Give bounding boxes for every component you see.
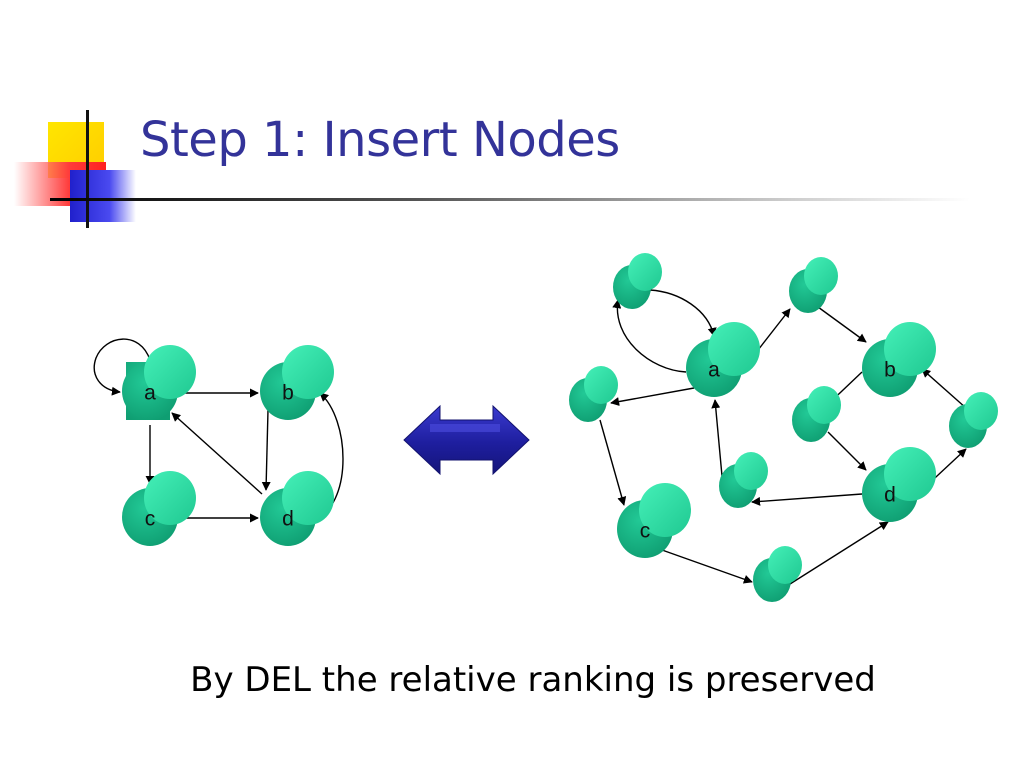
edge-a-t4 xyxy=(610,387,695,406)
right-node-label-b: b xyxy=(884,359,896,382)
right-node-d: d xyxy=(862,447,936,522)
left-node-b: b xyxy=(260,345,334,420)
double-arrow-icon xyxy=(403,404,530,476)
edge-t2-b xyxy=(817,306,867,343)
edge-b-d xyxy=(261,409,271,491)
right-node-c: c xyxy=(617,483,691,558)
slide-caption: By DEL the relative ranking is preserved xyxy=(190,660,876,700)
node-label-d: d xyxy=(282,508,294,531)
logo-vertical-line xyxy=(86,110,89,228)
inserted-node-3 xyxy=(792,386,841,442)
logo-blue-square xyxy=(70,170,136,222)
node-label-b: b xyxy=(282,382,294,405)
edge-t5-a xyxy=(711,399,723,477)
edge-a-self-loop xyxy=(93,338,151,396)
left-graph-edges xyxy=(93,338,344,523)
right-graph-edges xyxy=(599,289,967,585)
edge-a-t1 xyxy=(612,299,687,373)
inserted-node-4 xyxy=(569,366,618,422)
right-node-a: a xyxy=(686,322,760,397)
inserted-node-1 xyxy=(613,253,662,309)
right-node-label-c: c xyxy=(640,520,651,543)
edge-t6-d xyxy=(789,521,889,585)
left-node-c: c xyxy=(122,471,196,546)
inserted-node-2 xyxy=(789,257,838,313)
inserted-node-6 xyxy=(753,546,802,602)
inserted-node-5 xyxy=(719,452,768,508)
edge-t7-b xyxy=(921,368,967,409)
right-node-label-d: d xyxy=(884,484,896,507)
node-label-c: c xyxy=(145,508,156,531)
edge-d-a xyxy=(171,412,263,495)
edge-d-t5 xyxy=(751,493,863,506)
edge-c-t6 xyxy=(661,549,753,584)
right-node-b: b xyxy=(862,322,936,397)
right-node-label-a: a xyxy=(708,359,720,382)
edge-t1-a xyxy=(649,289,717,337)
edge-t4-c xyxy=(599,419,627,506)
left-node-d: d xyxy=(260,471,334,546)
left-node-a: a xyxy=(122,345,196,420)
inserted-node-7 xyxy=(949,392,998,448)
title-underline xyxy=(50,198,970,201)
edge-t3-d xyxy=(827,431,867,471)
slide-title: Step 1: Insert Nodes xyxy=(140,112,620,168)
node-label-a: a xyxy=(144,382,156,405)
